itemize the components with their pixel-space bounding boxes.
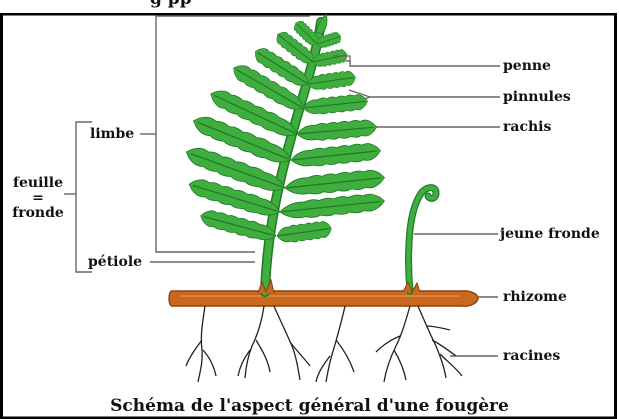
rhizome [169,291,478,306]
label-limbe: limbe [90,127,134,141]
diagram-caption: Schéma de l'aspect général d'une fougère [0,398,619,415]
roots [186,306,462,382]
top-title-partial: g pp [150,0,192,8]
label-feuille: feuille [12,176,64,190]
label-racines: racines [503,349,560,363]
main-frond [183,14,385,293]
label-petiole: pétiole [88,255,142,269]
label-pinnules: pinnules [503,90,571,104]
label-rhizome: rhizome [503,290,567,304]
label-fronde: fronde [12,206,64,220]
label-rachis: rachis [503,120,551,134]
label-penne: penne [503,59,551,73]
label-jeune-fronde: jeune fronde [500,227,600,241]
young-frond [403,188,436,292]
label-equals: = [12,191,64,205]
